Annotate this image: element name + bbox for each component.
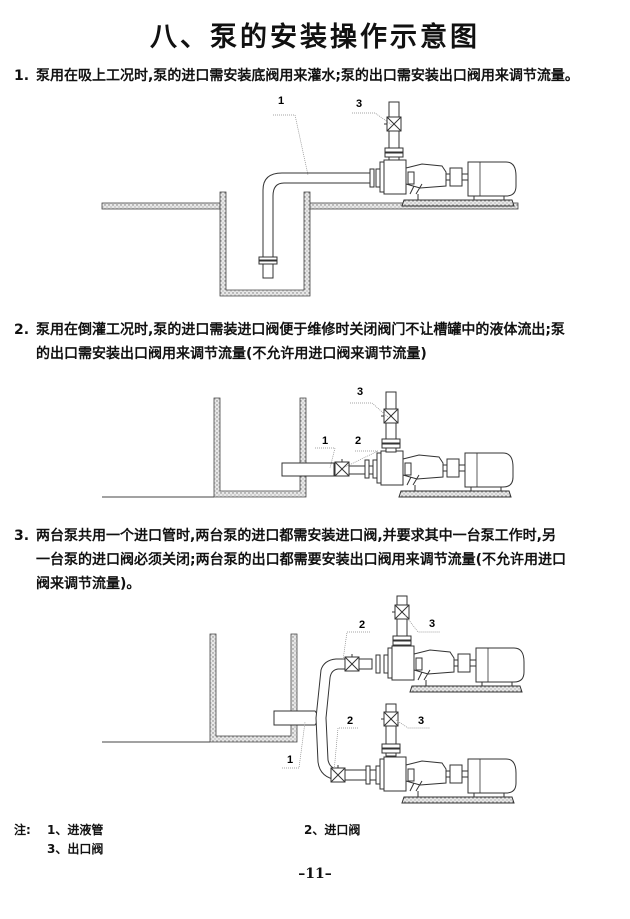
tank: [213, 397, 307, 498]
pit: [219, 191, 311, 297]
outlet-valve: [383, 408, 399, 424]
callout-label: 1: [287, 754, 293, 766]
callout-label: 2: [347, 715, 353, 727]
callout-label: 2: [359, 619, 365, 631]
callout-label: 3: [429, 618, 435, 630]
inlet-valve: [334, 461, 350, 477]
page-title: 八、泵的安装操作示意图: [150, 22, 480, 53]
section-number: 1.: [14, 68, 30, 84]
section-text: 两台泵共用一个进口管时,两台泵的进口都需安装进口阀,并要求其中一台泵工作时,另: [36, 528, 556, 544]
foot-valve: [262, 263, 274, 279]
inlet-pipe: [273, 710, 321, 726]
note-item: 2、进口阀: [304, 823, 361, 837]
pump: [379, 756, 517, 804]
inlet-valve: [344, 656, 360, 672]
note-item: 1、进液管: [47, 823, 104, 837]
section-text: 的出口需安装出口阀用来调节流量(不允许用进口阀来调节流量): [36, 346, 427, 362]
outlet-valve: [394, 604, 410, 620]
notes-prefix: 注:: [14, 823, 31, 837]
section-1: 1. 泵用在吸上工况时,泵的进口需安装底阀用来灌水;泵的出口需安装出口阀用来调节流…: [14, 64, 620, 88]
pump: [379, 159, 517, 207]
callout-label: 2: [355, 435, 361, 447]
callout-label: 1: [278, 95, 284, 107]
callout-label: 1: [322, 435, 328, 447]
page-number: –11–: [298, 866, 332, 882]
outlet-valve: [386, 116, 402, 132]
outlet-valve: [383, 711, 399, 727]
section-text: 一台泵的进口阀必须关闭;两台泵的出口都需要安装出口阀用来调节流量(不允许用进口: [36, 552, 566, 568]
section-text: 阀来调节流量)。: [36, 576, 141, 592]
suction-pipe: [262, 172, 371, 278]
pump: [387, 645, 525, 693]
inlet-valve: [330, 767, 346, 783]
ground: [101, 202, 221, 210]
callout-label: 3: [356, 98, 362, 110]
section-text: 泵用在吸上工况时,泵的进口需安装底阀用来灌水;泵的出口需安装出口阀用来调节流量。: [36, 68, 579, 84]
inlet-pipe: [281, 462, 335, 477]
tank: [209, 633, 298, 743]
diagram-flooded-suction: [102, 391, 514, 498]
section-number: 3.: [14, 528, 30, 544]
section-3: 3. 两台泵共用一个进口管时,两台泵的进口都需安装进口阀,并要求其中一台泵工作时,…: [14, 524, 620, 596]
section-number: 2.: [14, 322, 30, 338]
callout-label: 3: [357, 386, 363, 398]
pump: [376, 450, 514, 498]
section-2: 2. 泵用在倒灌工况时,泵的进口需装进口阀便于维修时关闭阀门不让槽罐中的液体流出;…: [14, 318, 620, 366]
callout-label: 3: [418, 715, 424, 727]
note-item: 3、出口阀: [47, 842, 104, 856]
diagram-suction-lift: [101, 101, 519, 297]
section-text: 泵用在倒灌工况时,泵的进口需装进口阀便于维修时关闭阀门不让槽罐中的液体流出;泵: [36, 322, 565, 338]
diagram-dual-pump: [102, 595, 525, 804]
